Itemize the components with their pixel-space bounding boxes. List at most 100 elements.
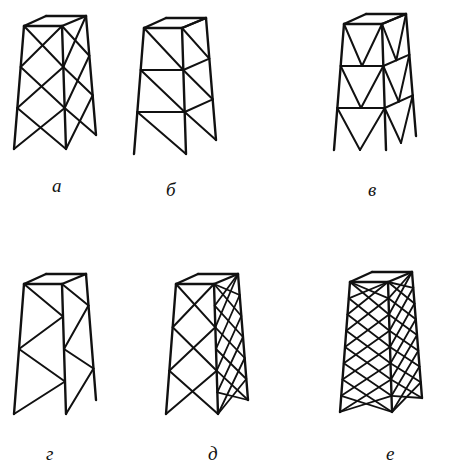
tower-member [64,349,94,369]
tower-member [62,274,86,284]
tower-member [349,282,388,298]
tower-member [340,396,392,412]
tower-member [65,56,90,108]
tower-member [383,66,398,102]
tower-member [137,111,184,113]
tower-member [218,379,246,414]
tower-member [137,112,186,154]
figure-letter: е [386,444,394,463]
tower-member [382,14,406,24]
tower-member [17,67,63,108]
tower-member [182,28,209,59]
tower-member [169,371,218,414]
tower-member [14,26,24,149]
tower-member [21,26,62,67]
tower-member [360,108,385,150]
tower-member [86,274,96,400]
tower-member [66,369,94,415]
tower-member [24,283,62,285]
tower-member [62,26,66,149]
tower-member [198,273,238,275]
tower-member [183,59,209,70]
tower-member [389,272,413,298]
tower-member [173,327,217,370]
tower-member [183,70,212,99]
tower-member [366,13,406,15]
tower-member [382,24,386,150]
figure-letter: в [368,180,376,199]
tower-member [215,274,238,306]
tower-member [46,15,86,17]
tower-member [144,27,182,29]
figure-letter: а [52,176,62,195]
tower-member [185,112,216,140]
tower-member [372,271,412,273]
tower-member [344,23,382,25]
tower-member [182,18,206,28]
tower-member [340,380,391,413]
tower-member [169,327,215,370]
tower-member [17,108,66,149]
tower-member [46,273,86,275]
tower-member [141,69,184,71]
tower-member [64,306,89,350]
tower-member [176,274,198,284]
tower-member [361,66,383,108]
tower-member [346,298,388,331]
tower-member [182,28,186,154]
figure-letter: г [46,444,53,463]
tower-member [350,281,388,283]
tower-member [14,382,65,415]
tower-member [62,284,89,306]
tower-member [401,95,413,143]
tower-member [334,24,344,150]
tower-member [348,282,389,315]
figure-letter: б [166,180,176,199]
tower-member [144,18,166,28]
tower-member [182,18,206,28]
tower-member [399,55,410,102]
tower-member [344,24,362,66]
tower-member [24,284,63,317]
tower-member [19,349,65,382]
tower-member [19,317,63,350]
tower-member [173,284,214,327]
tower-member [24,16,46,26]
tower-member [337,107,384,109]
tower-member [341,66,361,108]
tower-member [383,55,409,66]
tower-member [144,27,182,29]
tower-member [206,18,216,140]
tower-member [166,17,206,19]
tower-member [396,14,406,60]
tower-member [66,95,93,149]
tower-member [350,272,372,282]
tower-member [63,16,86,67]
tower-member [345,315,389,348]
tower-member [343,347,391,380]
tower-member [166,371,217,414]
tower-member [341,363,390,396]
tower-member [141,70,185,112]
tower-member [344,23,382,25]
tower-member [166,284,176,414]
tower-member [176,284,215,327]
tower-member [337,108,360,150]
tower-member [14,108,65,149]
tower-member [344,331,390,364]
tower-member [385,95,413,108]
tower-member [362,24,382,66]
tower-member [24,26,63,67]
tower-member [86,16,96,135]
tower-member [144,28,183,70]
tower-member [385,108,401,143]
tower-member [176,283,214,285]
tower-member [382,24,396,60]
tower-member [392,382,421,412]
tower-member [24,25,62,27]
tower-member [392,367,420,413]
tower-member [185,99,213,112]
figure-letter: д [208,444,218,463]
tower-member [24,274,46,284]
